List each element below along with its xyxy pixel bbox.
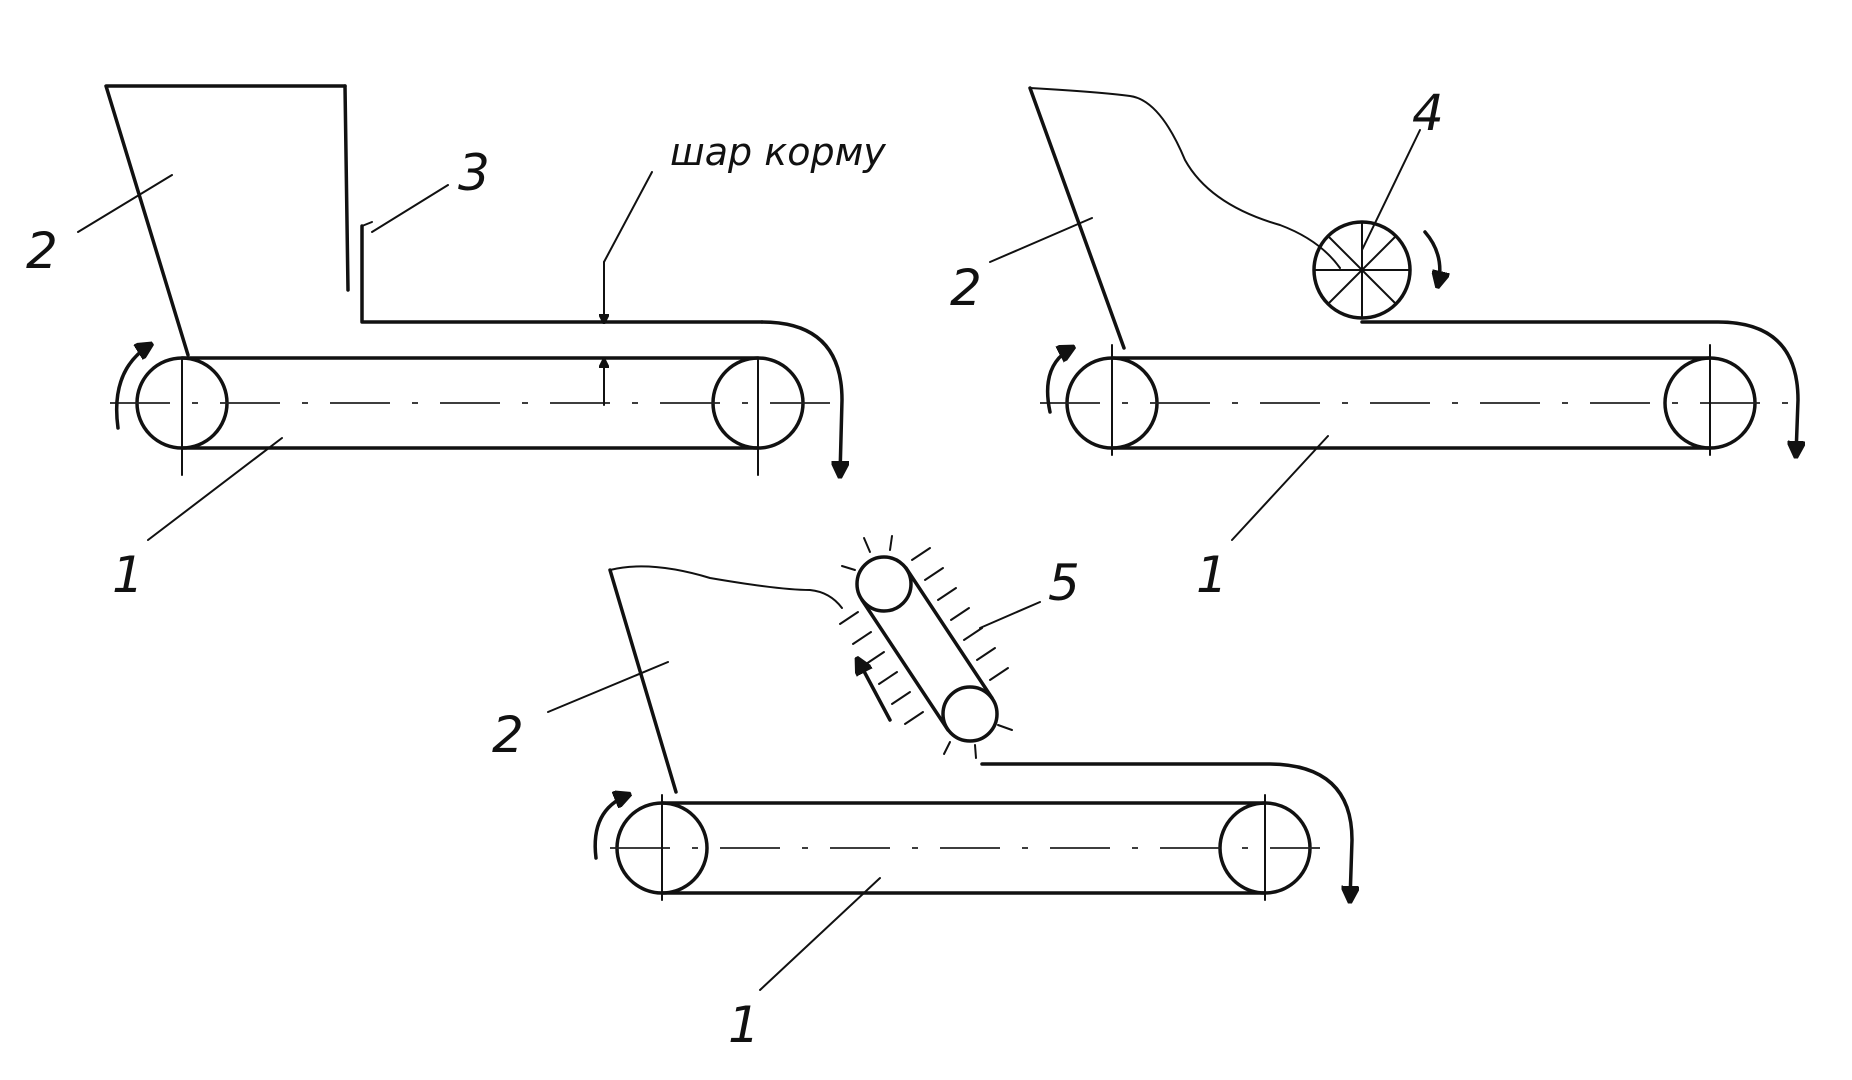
label-gate: 3: [458, 144, 490, 202]
leader-belt: [147, 437, 283, 541]
panel-a: шар корму 2 3 1: [26, 84, 886, 604]
drum: [1312, 220, 1412, 320]
gate-mark: [361, 221, 373, 227]
note-leader: [603, 171, 653, 263]
feed-layer-flow: [980, 762, 1352, 900]
feed-layer-flow: [760, 320, 842, 475]
label-drum: 4: [1412, 84, 1444, 142]
leader-hopper: [547, 661, 669, 713]
label-conveyor: 5: [1048, 554, 1080, 612]
hopper-wall: [1028, 86, 1126, 350]
leader-belt: [1231, 435, 1329, 541]
label-belt: 1: [728, 996, 760, 1054]
layer-note: шар корму: [670, 130, 886, 174]
hopper-wall-right: [343, 84, 350, 292]
drum-rotation-arrow: [1423, 230, 1440, 285]
conveyor-direction-arrow: [858, 660, 892, 722]
hopper-wall-left: [104, 84, 347, 357]
gate: [360, 224, 764, 324]
feed-layer-flow: [1360, 320, 1798, 455]
label-hopper: 2: [950, 259, 982, 317]
leader-drum: [1361, 129, 1421, 251]
leader-belt: [759, 877, 881, 991]
feed-pile-outline: [609, 565, 843, 609]
rotation-arrow: [114, 345, 150, 430]
hopper-wall: [608, 568, 678, 794]
panel-b: 4 2 1: [950, 84, 1798, 604]
leader-conveyor: [979, 601, 1041, 629]
leader-gate: [371, 184, 449, 233]
leader-hopper: [989, 217, 1093, 263]
label-belt: 1: [112, 546, 144, 604]
rotation-arrow: [593, 795, 628, 860]
label-hopper: 2: [26, 222, 58, 280]
rotation-arrow: [1045, 348, 1072, 414]
feed-pile-outline: [1029, 87, 1341, 269]
panel-c: 5 2 1: [492, 535, 1352, 1054]
spiked-conveyor: [839, 535, 1013, 759]
label-belt: 1: [1196, 546, 1228, 604]
label-hopper: 2: [492, 706, 524, 764]
leader-hopper: [77, 174, 173, 233]
